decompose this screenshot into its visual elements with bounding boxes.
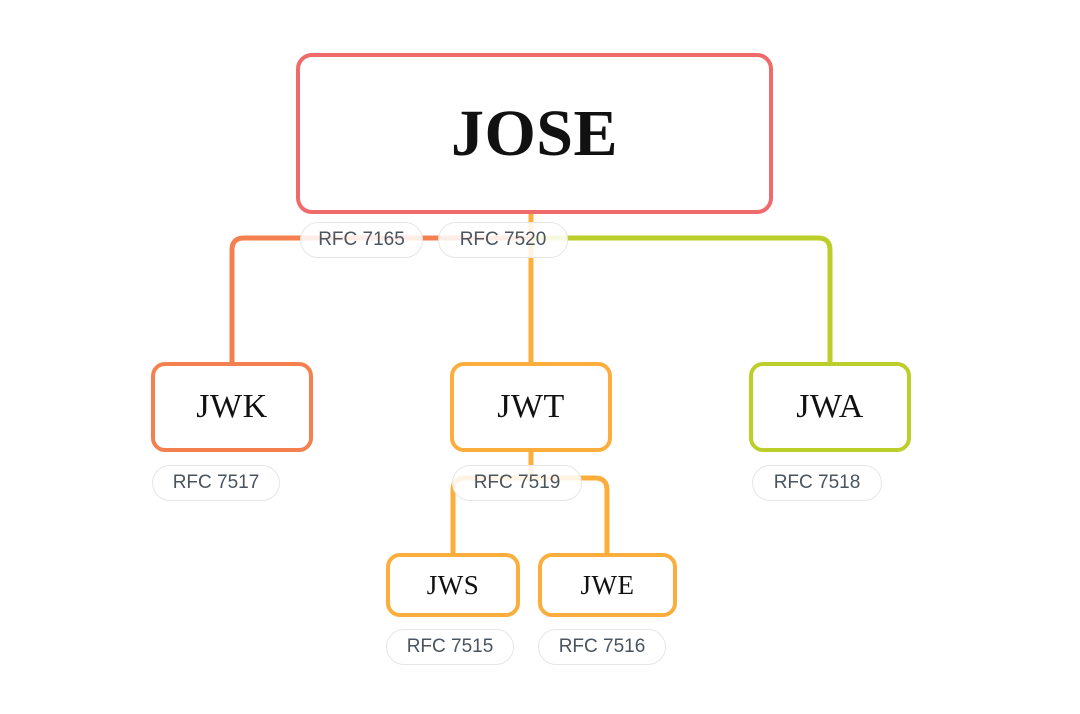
- node-jwe-label: JWE: [580, 569, 635, 600]
- node-jwt[interactable]: JWT: [450, 362, 612, 452]
- label-rfc-7516: RFC 7516: [538, 629, 666, 665]
- node-jwk[interactable]: JWK: [151, 362, 313, 452]
- label-rfc-7515: RFC 7515: [386, 629, 514, 665]
- label-rfc-7520: RFC 7520: [438, 222, 568, 258]
- node-jwe[interactable]: JWE: [538, 553, 677, 617]
- node-jws[interactable]: JWS: [386, 553, 520, 617]
- label-rfc-7517: RFC 7517: [152, 465, 280, 501]
- edge-jose-to-jwk: [229, 213, 534, 362]
- node-jwa[interactable]: JWA: [749, 362, 911, 452]
- node-jws-label: JWS: [426, 569, 480, 600]
- edge-jwt-to-jwe: [531, 475, 610, 553]
- label-rfc-7520-text: RFC 7520: [459, 229, 547, 250]
- node-jwt-label: JWT: [497, 388, 565, 425]
- node-jose-label: JOSE: [450, 96, 619, 170]
- edge-jose-to-jwa: [531, 235, 833, 362]
- label-rfc-7165-text: RFC 7165: [318, 229, 405, 250]
- label-rfc-7518: RFC 7518: [752, 465, 882, 501]
- label-rfc-7516-text: RFC 7516: [558, 636, 646, 657]
- label-rfc-7165: RFC 7165: [300, 222, 423, 258]
- node-jose[interactable]: JOSE: [296, 53, 773, 214]
- label-rfc-7515-text: RFC 7515: [406, 636, 494, 657]
- label-rfc-7519: RFC 7519: [452, 465, 582, 501]
- label-rfc-7517-text: RFC 7517: [172, 472, 260, 493]
- node-jwa-label: JWA: [796, 388, 864, 425]
- label-rfc-7518-text: RFC 7518: [773, 472, 861, 493]
- node-jwk-label: JWK: [196, 388, 268, 425]
- label-rfc-7519-text: RFC 7519: [473, 472, 561, 493]
